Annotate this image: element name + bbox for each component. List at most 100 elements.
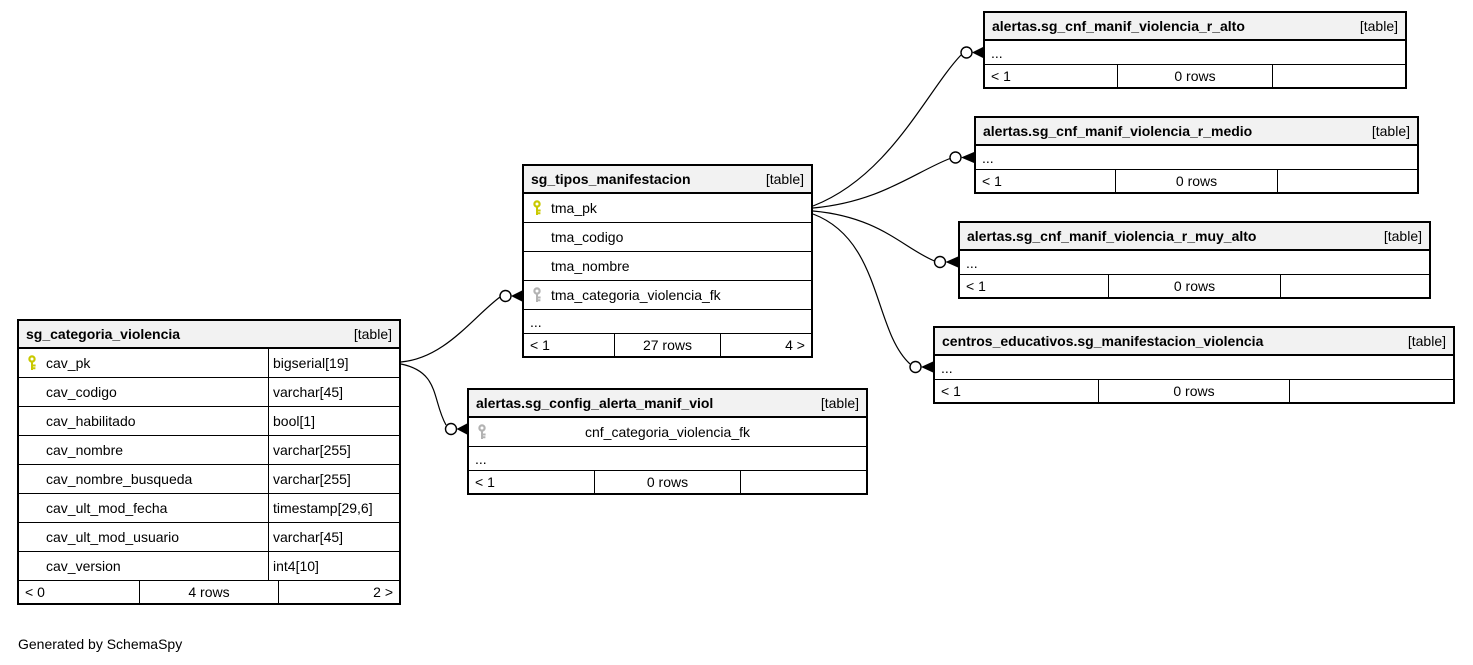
column-name: cav_ult_mod_fecha [46,500,168,516]
cardinality-circle [909,360,922,374]
row-count: 0 rows [1114,170,1279,192]
pager-next [1281,275,1429,297]
fk-arrowhead-icon [921,361,933,373]
relationship-line-tipos-centros [812,213,911,365]
table-row: tma_nombre [524,251,811,280]
foreign-key-icon [533,287,541,302]
cardinality-circle [949,151,962,164]
more-columns-ellipsis: ... [941,359,953,376]
row-count: 0 rows [593,471,742,493]
column-name: cav_nombre [46,442,124,458]
table-tag: [table] [765,171,804,187]
table-sg-categoria-violencia[interactable]: sg_categoria_violencia [table] cav_pk bi… [17,319,401,605]
table-alertas-sg-cnf-manif-violencia-r-muy-alto[interactable]: alertas.sg_cnf_manif_violencia_r_muy_alt… [958,221,1431,299]
column-type: varchar[255] [273,471,351,487]
table-row: cav_habilitado bool[1] [19,406,399,435]
table-title: alertas.sg_cnf_manif_violencia_r_alto [992,18,1245,34]
table-alertas-sg-cnf-manif-violencia-r-medio[interactable]: alertas.sg_cnf_manif_violencia_r_medio [… [974,116,1419,194]
primary-key-icon [28,355,36,370]
table-title: alertas.sg_cnf_manif_violencia_r_medio [983,123,1253,139]
column-type: varchar[45] [273,529,344,545]
table-tag: [table] [1371,123,1410,139]
table-alertas-sg-config-alerta-manif-viol[interactable]: alertas.sg_config_alerta_manif_viol [tab… [467,388,868,495]
cardinality-circle [499,289,512,303]
primary-key-icon [533,200,541,215]
column-name: tma_pk [551,200,597,216]
fk-arrowhead-icon [456,423,467,435]
pager-next: 2 > [373,584,393,600]
table-tag: [table] [353,326,392,342]
table-centros-educativos-sg-manifestacion-violencia[interactable]: centros_educativos.sg_manifestacion_viol… [933,326,1455,404]
column-name: tma_nombre [551,258,630,274]
table-row: cav_pk bigserial[19] [19,349,399,377]
pager-prev: < 1 [530,337,550,353]
more-columns-ellipsis: ... [524,309,811,333]
column-name: tma_categoria_violencia_fk [551,287,721,303]
relationship-line-categoria-config [400,363,447,426]
fk-arrowhead-icon [972,47,983,58]
table-row: cav_version int4[10] [19,551,399,580]
pager-prev: < 1 [941,383,961,399]
table-row: tma_codigo [524,222,811,251]
row-count: 0 rows [1097,380,1291,402]
cardinality-circle [933,255,947,269]
column-type: int4[10] [273,558,319,574]
column-type: varchar[45] [273,384,344,400]
table-title: centros_educativos.sg_manifestacion_viol… [942,333,1264,349]
relationship-line-tipos-rmedio [812,157,951,209]
fk-arrowhead-icon [511,290,522,302]
fk-arrowhead-icon [945,256,958,268]
cardinality-circle [444,422,458,436]
table-tag: [table] [1383,228,1422,244]
table-alertas-sg-cnf-manif-violencia-r-alto[interactable]: alertas.sg_cnf_manif_violencia_r_alto [t… [983,11,1407,89]
table-row: cav_nombre varchar[255] [19,435,399,464]
pager-next [1290,380,1453,402]
column-name: cav_version [46,558,121,574]
column-type: timestamp[29,6] [273,500,373,516]
column-name: tma_codigo [551,229,624,245]
column-name: cav_pk [46,355,91,371]
column-name: cav_nombre_busqueda [46,471,193,487]
column-name: cav_habilitado [46,413,136,429]
cardinality-circle [960,46,973,59]
foreign-key-icon [478,424,486,439]
pager-prev: < 1 [966,278,986,294]
pager-prev: < 1 [982,173,1002,189]
relationship-line-tipos-ralto [812,54,962,207]
table-title: sg_tipos_manifestacion [531,171,691,187]
table-row: cnf_categoria_violencia_fk [469,418,866,446]
column-type: bool[1] [273,413,316,429]
pager-next [1273,65,1405,87]
row-count: 4 rows [138,581,280,603]
table-tag: [table] [1359,18,1398,34]
row-count: 0 rows [1117,65,1273,87]
column-name: cav_ult_mod_usuario [46,529,180,545]
pager-next: 4 > [785,337,805,353]
table-title: sg_categoria_violencia [26,326,181,342]
more-columns-ellipsis: ... [469,446,866,470]
table-title: alertas.sg_cnf_manif_violencia_r_muy_alt… [967,228,1257,244]
table-title: alertas.sg_config_alerta_manif_viol [476,395,714,411]
table-row: tma_pk [524,194,811,222]
more-columns-ellipsis: ... [966,254,978,271]
pager-prev: < 1 [475,474,495,490]
table-row: cav_ult_mod_fecha timestamp[29,6] [19,493,399,522]
column-type: bigserial[19] [273,355,349,371]
generated-by-label: Generated by SchemaSpy [18,636,183,652]
pager-next [741,471,866,493]
row-count: 0 rows [1107,275,1282,297]
relationship-line-categoria-tipos [400,296,501,363]
table-row: cav_nombre_busqueda varchar[255] [19,464,399,493]
table-row: tma_categoria_violencia_fk [524,280,811,309]
more-columns-ellipsis: ... [982,149,994,166]
pager-next [1278,170,1417,192]
pager-prev: < 1 [991,68,1011,84]
table-sg-tipos-manifestacion[interactable]: sg_tipos_manifestacion [table] tma_pk tm… [522,164,813,358]
table-tag: [table] [820,395,859,411]
relationship-line-tipos-rmuyalto [812,210,935,262]
more-columns-ellipsis: ... [991,44,1003,61]
column-name: cnf_categoria_violencia_fk [585,424,750,440]
pager-prev: < 0 [25,584,45,600]
row-count: 27 rows [614,334,721,356]
